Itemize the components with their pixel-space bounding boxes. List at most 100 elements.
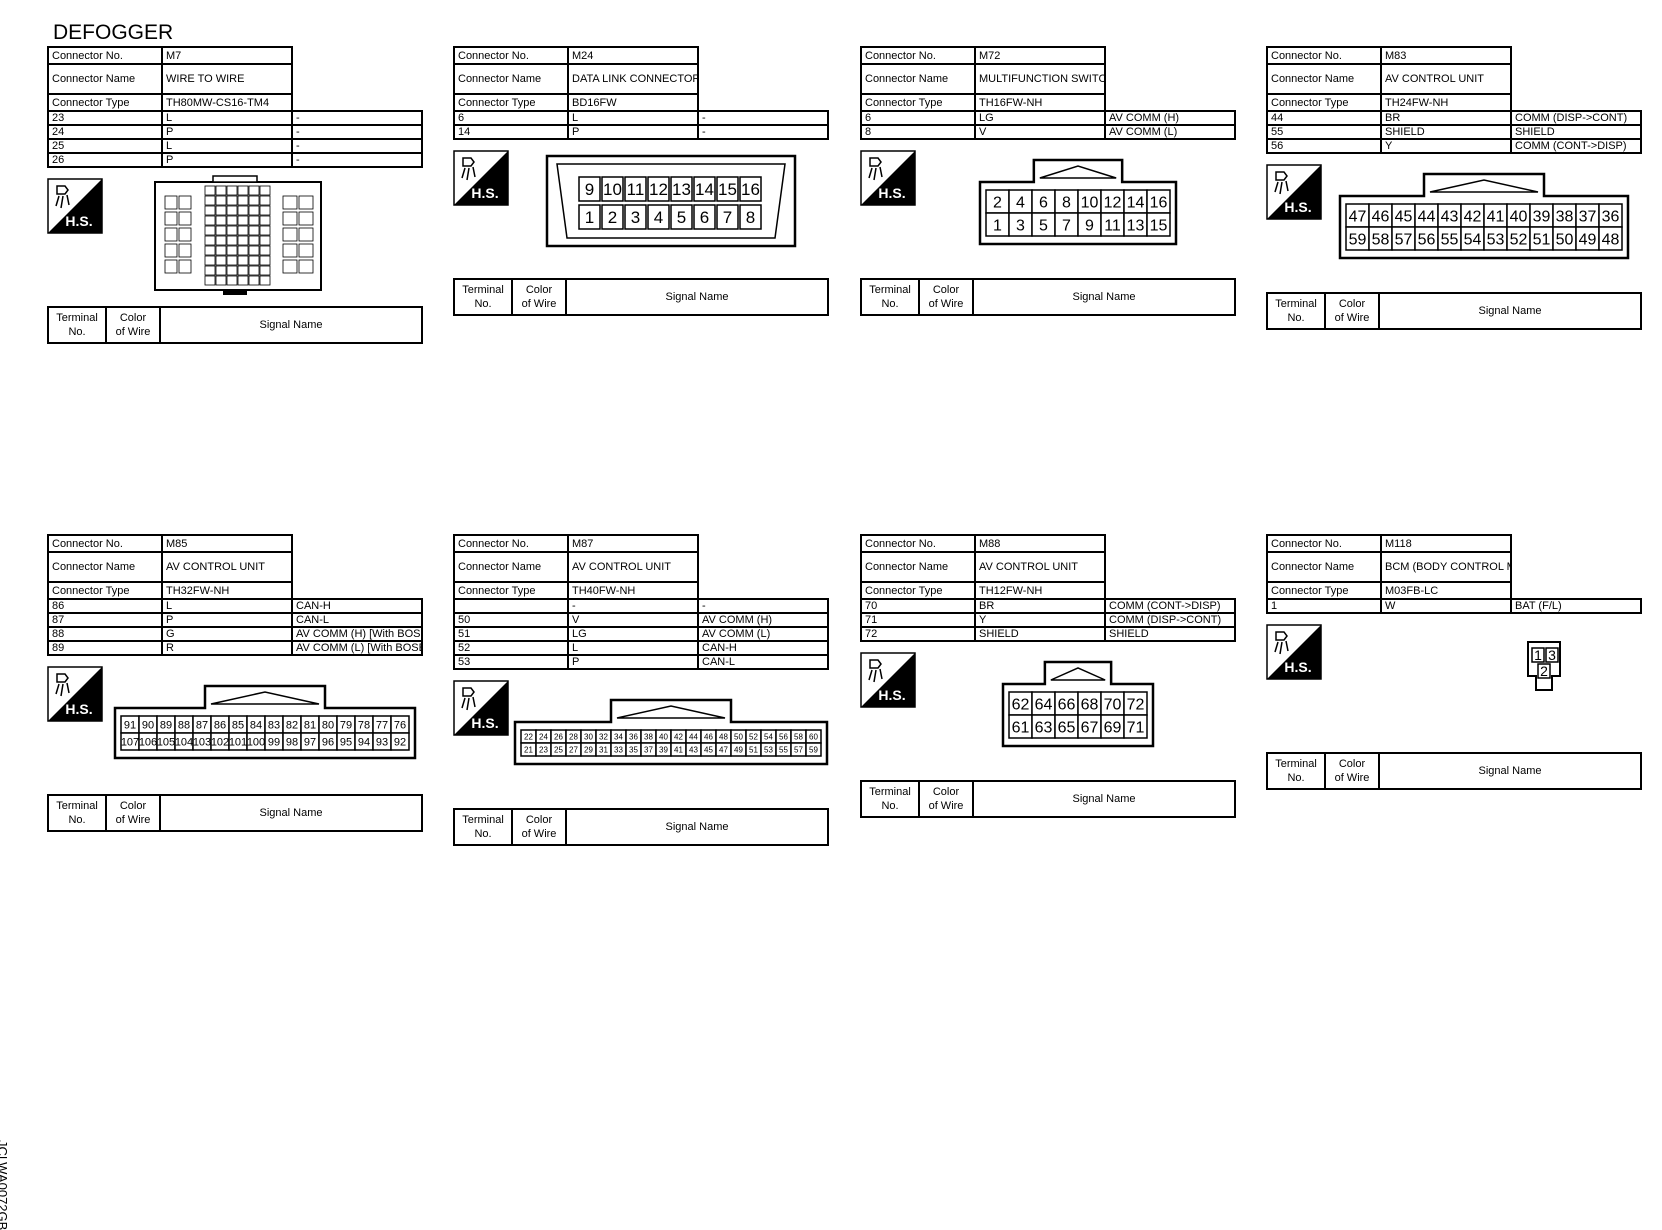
signal-name-cell: SHIELD [1104,626,1236,642]
pin-cell [248,245,260,256]
signal-name-cell: AV COMM (L) [With BOSE system] [291,640,423,656]
connector-name-value: AV CONTROL UNIT [974,551,1106,583]
pin-number: 49 [1579,231,1597,248]
wire-color-cell: - [567,598,699,614]
pin-cell [259,225,271,236]
pin-number: 7 [1062,217,1071,234]
connector-latch [223,290,247,295]
connector-panel: Connector No. M87 Connector Name AV CONT… [453,534,829,846]
pin-cell [215,245,227,256]
connector-name-label: Connector Name [453,551,569,583]
wire-color-cell: L [567,640,699,656]
hs-label: H.S. [65,701,92,717]
pin-cell [647,176,670,202]
pin-cell [248,195,260,206]
pin-cell [226,225,238,236]
pin-cell [178,243,192,258]
signal-name-cell: CAN-H [291,598,423,614]
pin-number: 79 [340,719,352,731]
pin-number: 10 [1081,194,1099,211]
connector-name-label: Connector Name [47,551,163,583]
connector-header-table: Connector No. M87 Connector Name AV CONT… [453,534,829,670]
connector-name-value: DATA LINK CONNECTOR [567,63,699,95]
pin-number: 48 [1602,231,1620,248]
harness-side-icon: H.S. [453,680,509,736]
pin-number: 35 [629,745,638,754]
pin-number: 53 [764,745,773,754]
pin-number: 3 [1548,647,1556,663]
pin-number: 44 [689,732,698,741]
pin-number: 25 [554,745,563,754]
terminal-no-cell: 55 [1266,124,1382,140]
pin-number: 67 [1081,719,1099,736]
pin-number: 95 [340,736,352,748]
pin-number: 36 [629,732,638,741]
connector-latch [616,705,726,719]
connector-no-label: Connector No. [1266,534,1382,553]
connector-panel: Connector No. M83 Connector Name AV CONT… [1266,46,1642,330]
connector-no-label: Connector No. [860,46,976,65]
pin-cell [248,235,260,246]
pin-cell [282,259,298,274]
pin-cell [259,245,271,256]
pin-number: 61 [1012,719,1030,736]
pin-cell [204,225,216,236]
pin-cell [237,235,249,246]
pin-cell [282,243,298,258]
connector-type-value: TH40FW-NH [567,581,699,600]
pin-cell [215,255,227,266]
terminal-no-cell: 6 [453,110,569,126]
connector-type-label: Connector Type [860,93,976,112]
pin-number: 83 [268,719,280,731]
pin-cell [237,215,249,226]
pin-number: 56 [779,732,788,741]
pin-number: 105 [157,736,175,748]
connector-panel: Connector No. M72 Connector Name MULTIFU… [860,46,1236,316]
pin-cell [226,265,238,276]
signal-name-cell: - [697,110,829,126]
connector-header-table: Connector No. M7 Connector Name WIRE TO … [47,46,423,168]
pin-number: 2 [608,208,617,227]
pin-number: 40 [1510,208,1528,225]
pin-number: 12 [649,180,668,199]
pin-number: 62 [1012,696,1030,713]
connector-panel: Connector No. M85 Connector Name AV CONT… [47,534,423,832]
signal-name-cell: AV COMM (H) [With BOSE system] [291,626,423,642]
pin-number: 55 [779,745,788,754]
terminal-no-cell: 56 [1266,138,1382,154]
hs-label: H.S. [878,687,905,703]
pin-number: 23 [539,745,548,754]
pin-cell [647,204,670,230]
pin-number: 60 [809,732,818,741]
wire-color-cell: L [161,598,293,614]
pin-cell [298,259,314,274]
connector-header-table: Connector No. M85 Connector Name AV CONT… [47,534,423,656]
pin-number: 106 [139,736,157,748]
connector-no-label: Connector No. [453,534,569,553]
pin-number: 68 [1081,696,1099,713]
connector-header-table: Connector No. M72 Connector Name MULTIFU… [860,46,1236,140]
signal-name-cell: - [291,138,423,154]
signal-name-cell: COMM (CONT->DISP) [1510,138,1642,154]
pin-cell [215,275,227,286]
pin-number: 53 [1487,231,1505,248]
connector-no-value: M87 [567,534,699,553]
harness-side-icon: H.S. [1266,164,1322,220]
connector-panel: Connector No. M88 Connector Name AV CONT… [860,534,1236,818]
terminal-no-cell: 87 [47,612,163,628]
pin-number: 78 [358,719,370,731]
signal-name-cell: CAN-L [291,612,423,628]
